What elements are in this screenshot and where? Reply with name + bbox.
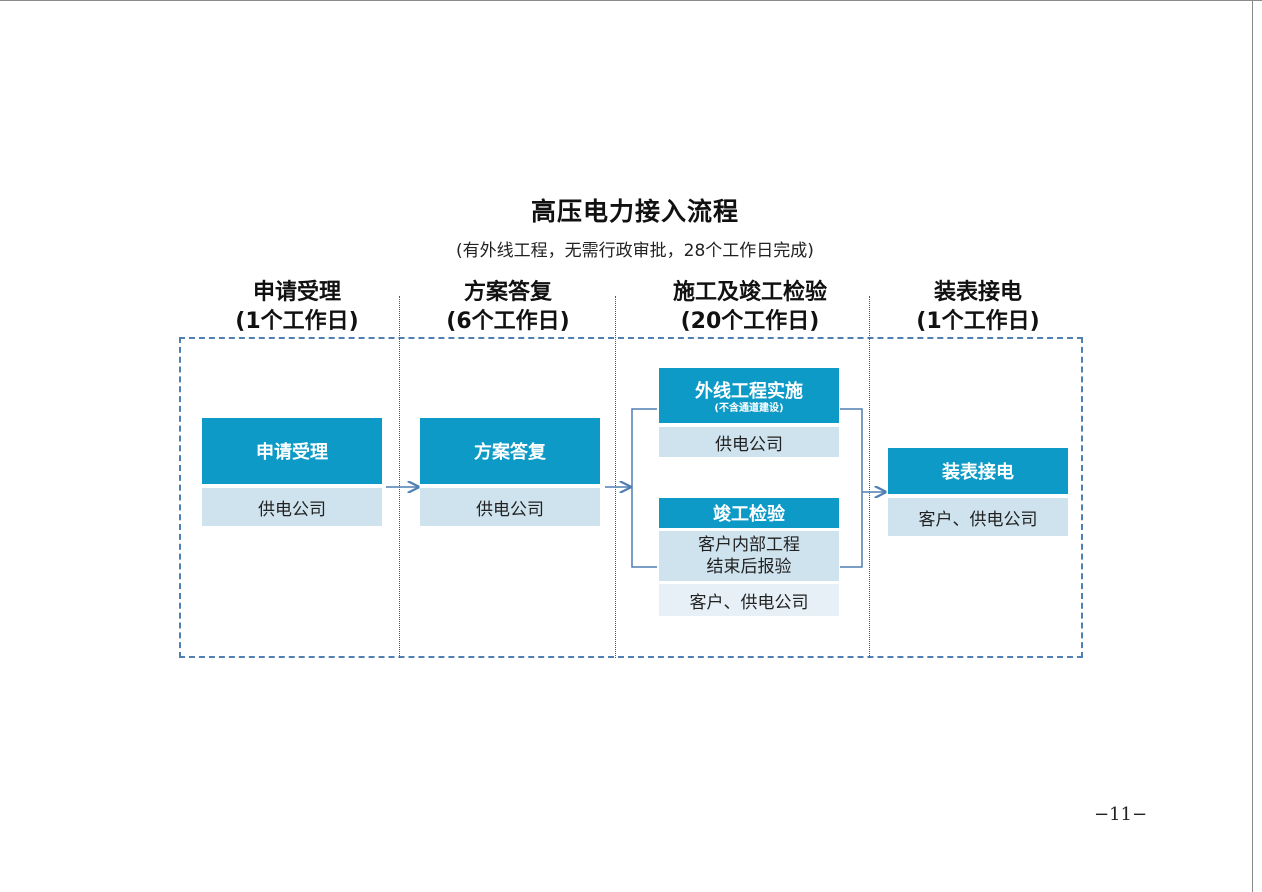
card-title: 外线工程实施	[695, 380, 803, 402]
card-header: 竣工检验	[659, 498, 839, 528]
card-header: 装表接电	[888, 448, 1068, 494]
card-plan: 方案答复 供电公司	[420, 418, 600, 526]
card-note: (不含通道建设)	[714, 402, 784, 414]
stage-header-plan: 方案答复 (6个工作日)	[410, 278, 606, 336]
card-title: 竣工检验	[713, 504, 785, 525]
stage-divider	[399, 296, 400, 658]
card-party: 供电公司	[202, 488, 382, 526]
stage-duration: (6个工作日)	[446, 309, 570, 334]
card-party: 供电公司	[659, 427, 839, 457]
diagram-subtitle: (有外线工程，无需行政审批，28个工作日完成)	[456, 241, 814, 261]
card-party: 供电公司	[420, 488, 600, 526]
card-header: 外线工程实施 (不含通道建设)	[659, 368, 839, 423]
card-header: 方案答复	[420, 418, 600, 484]
stage-header-construction: 施工及竣工检验 (20个工作日)	[640, 278, 860, 336]
card-inspection: 竣工检验 客户内部工程 结束后报验 客户、供电公司	[659, 498, 839, 616]
card-header: 申请受理	[202, 418, 382, 484]
stage-name: 方案答复	[463, 280, 552, 305]
page-right-border	[1252, 0, 1253, 892]
card-title: 装表接电	[942, 462, 1014, 483]
card-title: 申请受理	[256, 442, 328, 463]
stage-name: 施工及竣工检验	[672, 280, 827, 305]
card-title: 方案答复	[474, 442, 546, 463]
diagram-title: 高压电力接入流程	[530, 197, 739, 226]
page-number: −11−	[1094, 804, 1148, 825]
card-metering: 装表接电 客户、供电公司	[888, 448, 1068, 536]
card-detail: 客户内部工程 结束后报验	[659, 531, 839, 581]
stage-duration: (1个工作日)	[916, 309, 1040, 334]
bracket-left	[631, 408, 657, 568]
responsible-party: 供电公司	[258, 499, 326, 520]
card-application: 申请受理 供电公司	[202, 418, 382, 526]
responsible-party: 客户、供电公司	[918, 509, 1038, 530]
stage-header-application: 申请受理 (1个工作日)	[200, 278, 394, 336]
card-party: 客户、供电公司	[659, 584, 839, 616]
card-external-works: 外线工程实施 (不含通道建设) 供电公司	[659, 368, 839, 457]
stage-header-metering: 装表接电 (1个工作日)	[880, 278, 1076, 336]
responsible-party: 客户、供电公司	[689, 592, 809, 613]
stage-name: 申请受理	[252, 280, 341, 305]
process-boundary	[179, 337, 1083, 658]
detail-line: 客户内部工程	[698, 535, 800, 555]
stage-duration: (1个工作日)	[235, 309, 359, 334]
stage-duration: (20个工作日)	[680, 309, 820, 334]
card-party: 客户、供电公司	[888, 498, 1068, 536]
page-top-border	[0, 0, 1262, 1]
detail-line: 结束后报验	[706, 557, 792, 577]
bracket-right	[840, 408, 863, 568]
stage-divider	[869, 296, 870, 658]
stage-name: 装表接电	[933, 280, 1022, 305]
responsible-party: 供电公司	[476, 499, 544, 520]
stage-divider	[615, 296, 616, 658]
responsible-party: 供电公司	[715, 434, 783, 455]
